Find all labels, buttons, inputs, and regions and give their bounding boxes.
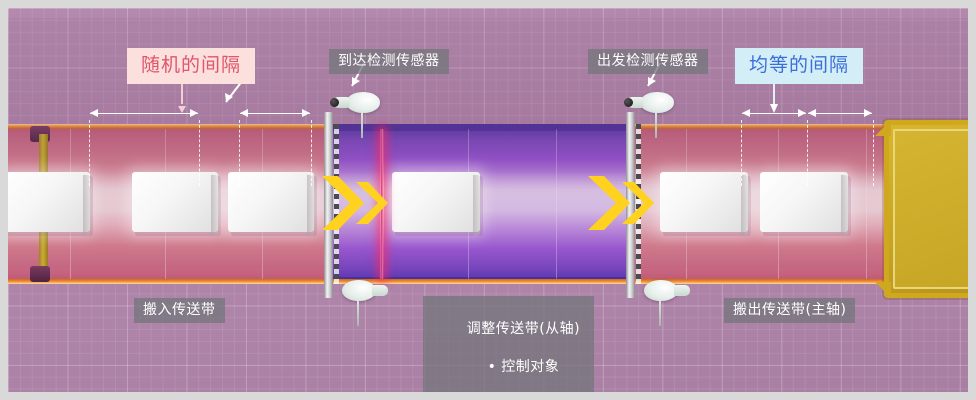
dimension-outfeed-1 xyxy=(742,109,806,117)
bin-inner-panel xyxy=(893,129,968,289)
label-random-spacing: 随机的间隔 xyxy=(127,48,256,84)
infeed-rail-top xyxy=(8,124,336,129)
label-even-spacing: 均等的间隔 xyxy=(735,48,864,84)
dimension-outfeed-2 xyxy=(808,109,872,117)
departure-sensor-head-top xyxy=(624,92,674,138)
end-cap-hook-bottom xyxy=(30,266,50,282)
departure-sensor-reflector-bottom xyxy=(644,280,690,326)
label-adjust-line-1: 调整传送带(从轴) xyxy=(466,320,581,337)
guide-infeed-2 xyxy=(199,120,200,186)
outfeed-rail-bottom xyxy=(630,279,886,284)
guide-infeed-3 xyxy=(239,120,240,186)
departure-frame-post xyxy=(626,112,635,298)
arrival-sensor-head-top xyxy=(330,92,380,138)
label-adjust-conveyor: 调整传送带(从轴) • 控制对象 xyxy=(423,296,595,392)
label-adjust-line-2: • 控制对象 xyxy=(487,358,560,375)
grid-background: 随机的间隔 到达检测传感器 出发检测传感器 均等的间隔 搬入传送带 调整传送带(… xyxy=(8,8,968,392)
transfer-chevrons-left xyxy=(316,166,392,242)
guide-outfeed-3 xyxy=(873,120,874,186)
guide-infeed-1 xyxy=(89,120,90,186)
guide-outfeed-1 xyxy=(741,120,742,186)
dimension-infeed-1 xyxy=(90,109,198,117)
package-infeed-1 xyxy=(8,172,90,236)
sensor-lens-icon xyxy=(624,98,633,107)
package-infeed-2 xyxy=(132,172,218,236)
guide-outfeed-2 xyxy=(807,120,808,186)
collection-bin xyxy=(875,120,968,298)
label-outfeed-conveyor: 搬出传送带(主轴) xyxy=(724,298,856,323)
outfeed-rail-top xyxy=(630,124,886,129)
package-infeed-3 xyxy=(228,172,314,236)
label-arrival-sensor: 到达检测传感器 xyxy=(329,49,449,74)
dimension-infeed-2 xyxy=(240,109,310,117)
package-outfeed-1 xyxy=(660,172,748,236)
guide-infeed-4 xyxy=(311,120,312,186)
package-outfeed-2 xyxy=(760,172,848,236)
package-adjust-1 xyxy=(392,172,480,236)
arrival-frame-dashes xyxy=(334,124,339,284)
label-infeed-conveyor: 搬入传送带 xyxy=(134,298,225,323)
transfer-chevrons-right xyxy=(582,166,658,242)
adjust-rail-bottom xyxy=(328,279,638,284)
arrival-sensor-reflector-bottom xyxy=(342,280,388,326)
infeed-rail-bottom xyxy=(8,279,336,284)
sensor-lens-icon xyxy=(330,98,339,107)
label-departure-sensor: 出发检测传感器 xyxy=(588,49,708,74)
departure-frame-dashes xyxy=(636,124,641,284)
arrival-frame-post xyxy=(324,112,333,298)
